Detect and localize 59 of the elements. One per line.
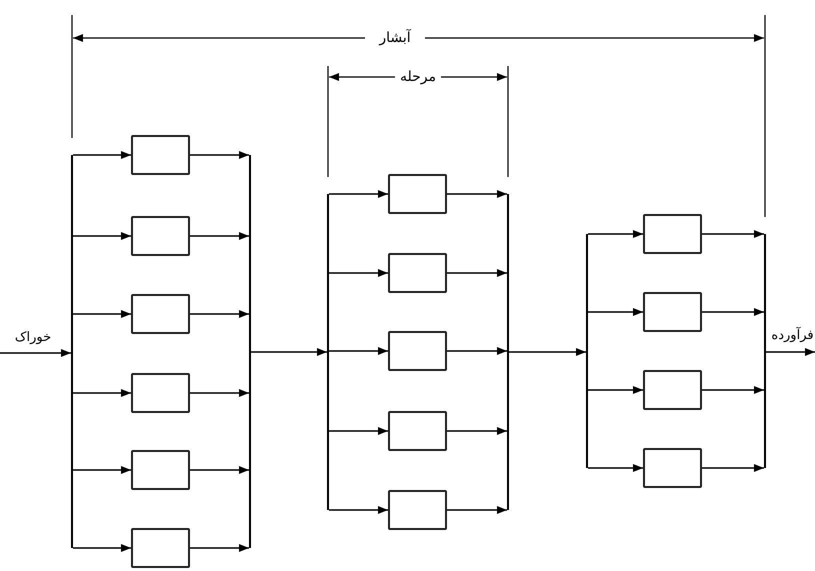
flow-label: خوراک [0, 328, 66, 358]
arrow [190, 544, 249, 552]
stage-unit-box [643, 214, 702, 254]
arrow [447, 347, 507, 355]
stage-unit-box [388, 174, 447, 214]
bus-line [249, 155, 251, 548]
arrow [73, 151, 131, 159]
stage-unit-box [388, 411, 447, 451]
arrow [73, 310, 131, 318]
arrow [509, 348, 586, 356]
stage-unit-box [131, 294, 190, 334]
stage-unit-box [643, 370, 702, 410]
arrow [329, 427, 388, 435]
arrow [702, 230, 764, 238]
arrow [329, 269, 388, 277]
bus-line [764, 234, 766, 468]
arrow [190, 232, 249, 240]
arrow [702, 464, 764, 472]
arrow [588, 308, 643, 316]
arrow [73, 389, 131, 397]
stage-unit-box [131, 373, 190, 413]
arrow [329, 190, 388, 198]
arrow [73, 232, 131, 240]
bus-line [507, 194, 509, 510]
stage-unit-box [643, 292, 702, 332]
arrow [73, 466, 131, 474]
arrow [447, 427, 507, 435]
stage-unit-box [388, 253, 447, 293]
arrow [588, 464, 643, 472]
bus-line [71, 155, 73, 548]
arrow [0, 349, 71, 357]
dimension-label: مرحله [395, 67, 441, 87]
stage-unit-box [131, 450, 190, 490]
flow-label: فرآورده [770, 326, 815, 358]
arrow [702, 308, 764, 316]
arrow [588, 230, 643, 238]
bus-line [327, 194, 329, 510]
arrow [702, 386, 764, 394]
bus-line [586, 234, 588, 468]
arrow [447, 190, 507, 198]
arrow [766, 348, 815, 356]
stage-unit-box [131, 528, 190, 568]
arrow [329, 506, 388, 514]
arrow [251, 348, 327, 356]
arrow [190, 151, 249, 159]
stage-unit-box [643, 448, 702, 488]
arrow [329, 347, 388, 355]
stage-unit-box [388, 331, 447, 371]
arrow [447, 506, 507, 514]
stage-unit-box [131, 135, 190, 175]
arrow [588, 386, 643, 394]
arrow [73, 544, 131, 552]
stage-unit-box [388, 490, 447, 530]
arrow [190, 466, 249, 474]
stage-unit-box [131, 216, 190, 256]
arrow [447, 269, 507, 277]
arrow [190, 310, 249, 318]
arrow [190, 389, 249, 397]
dimension-label: آبشار [365, 28, 425, 48]
